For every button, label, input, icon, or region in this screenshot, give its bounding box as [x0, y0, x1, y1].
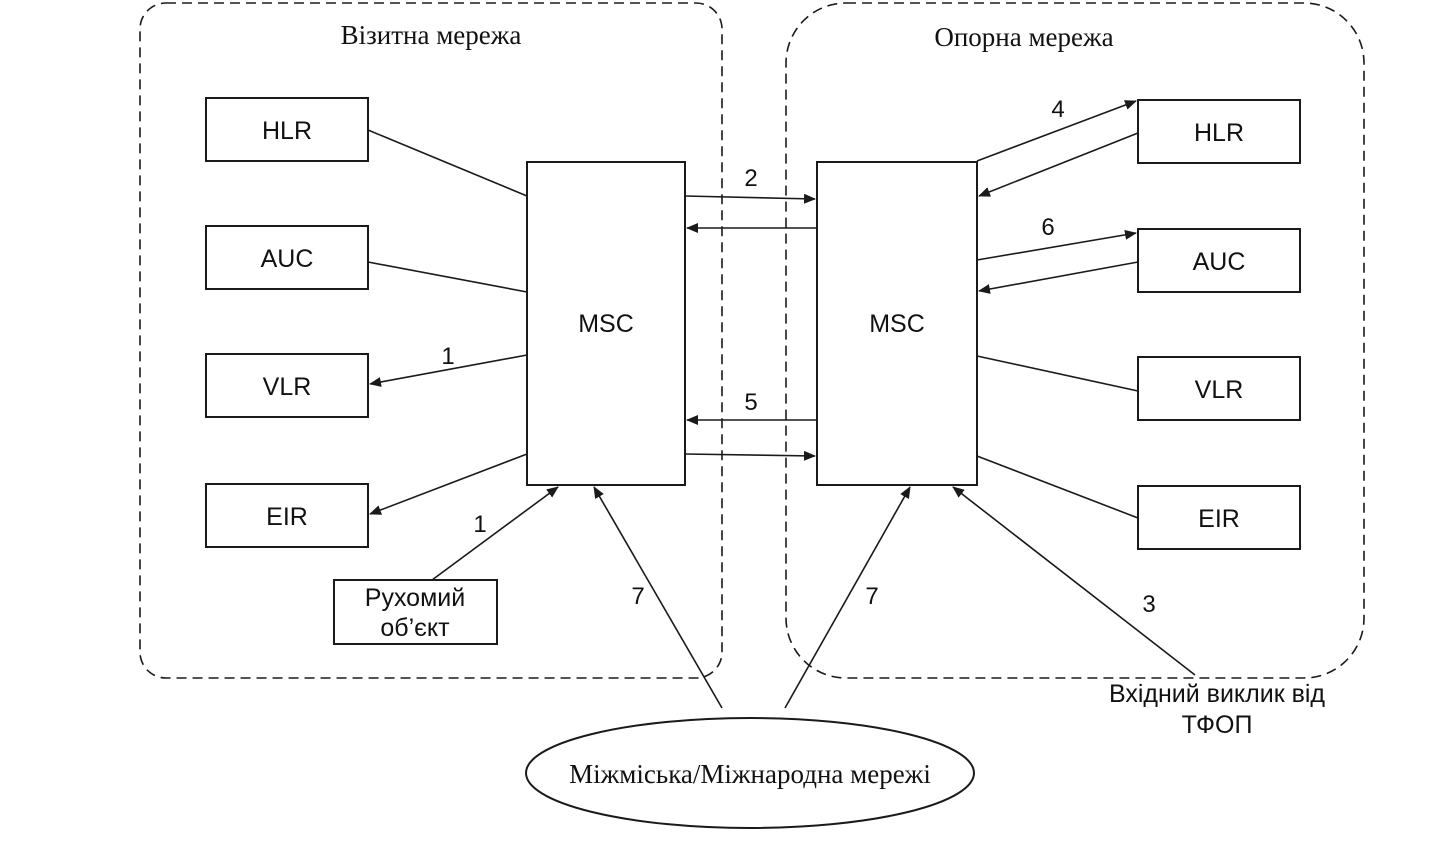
arrow-2-visited-to-home	[684, 193, 816, 204]
home-auc-label: AUC	[1193, 248, 1246, 276]
visited-vlr-label: VLR	[263, 373, 312, 401]
step-6-number: 6	[1041, 214, 1054, 241]
arrow-visited-to-home-lower	[684, 450, 816, 461]
link-visited-msc-auc	[367, 261, 528, 293]
home-network-title: Опорна мережа	[934, 22, 1113, 52]
link-home-msc-vlr	[976, 355, 1139, 392]
home-vlr-box	[1137, 356, 1301, 421]
home-hlr-label: HLR	[1194, 119, 1244, 147]
step-5-number: 5	[744, 389, 757, 416]
arrow-3-incoming-to-msc	[952, 486, 1196, 676]
visited-hlr-label: HLR	[262, 117, 312, 145]
arrow-6-msc-to-auc	[976, 229, 1137, 261]
visited-msc-label: MSC	[578, 310, 634, 338]
home-vlr-label: VLR	[1195, 376, 1244, 404]
step-1-vlr-number: 1	[441, 343, 454, 370]
home-msc-box	[816, 161, 978, 486]
link-home-msc-eir	[976, 455, 1139, 519]
arrow-1-msc-to-vlr	[369, 354, 528, 387]
step-7-left-number: 7	[631, 583, 644, 610]
step-1-mobile-number: 1	[473, 511, 486, 538]
home-auc-box	[1137, 228, 1301, 293]
long-distance-network-label: Міжміська/Міжнародна мережі	[569, 759, 931, 789]
arrow-1-mobile-to-msc	[431, 486, 559, 581]
step-2-number: 2	[744, 165, 757, 192]
arrow-7-network-to-visited-msc	[593, 486, 723, 709]
visited-hlr-box	[205, 97, 369, 162]
home-hlr-box	[1137, 99, 1301, 164]
arrow-msc-to-eir	[369, 453, 528, 515]
visited-network-title: Візитна мережа	[341, 20, 522, 50]
visited-network-region	[139, 2, 723, 679]
mobile-station-box	[333, 579, 498, 645]
long-distance-network-ellipse	[525, 717, 975, 829]
mobile-station-label-line1: Рухомий	[365, 584, 465, 612]
arrow-4-msc-to-hlr	[976, 100, 1137, 162]
home-network-region	[785, 2, 1365, 679]
step-4-number: 4	[1051, 96, 1064, 123]
step-7-right-number: 7	[865, 583, 878, 610]
visited-vlr-box	[205, 353, 369, 418]
mobile-station-label-line2: об’єкт	[380, 614, 450, 642]
step-3-number: 3	[1142, 591, 1155, 618]
visited-eir-box	[205, 483, 369, 548]
visited-eir-label: EIR	[266, 503, 308, 531]
visited-auc-label: AUC	[261, 245, 314, 273]
home-eir-label: EIR	[1198, 505, 1240, 533]
incoming-call-label-line2: ТФОП	[1182, 711, 1253, 739]
home-msc-label: MSC	[869, 310, 925, 338]
visited-msc-box	[526, 161, 686, 486]
home-eir-box	[1137, 485, 1301, 550]
arrow-hlr-to-msc	[978, 132, 1139, 197]
incoming-call-label-line1: Вхідний виклик від	[1109, 680, 1325, 708]
visited-auc-box	[205, 225, 369, 290]
arrow-7-network-to-home-msc	[784, 486, 911, 709]
arrow-auc-to-msc	[978, 261, 1139, 294]
link-visited-msc-hlr	[367, 129, 528, 197]
